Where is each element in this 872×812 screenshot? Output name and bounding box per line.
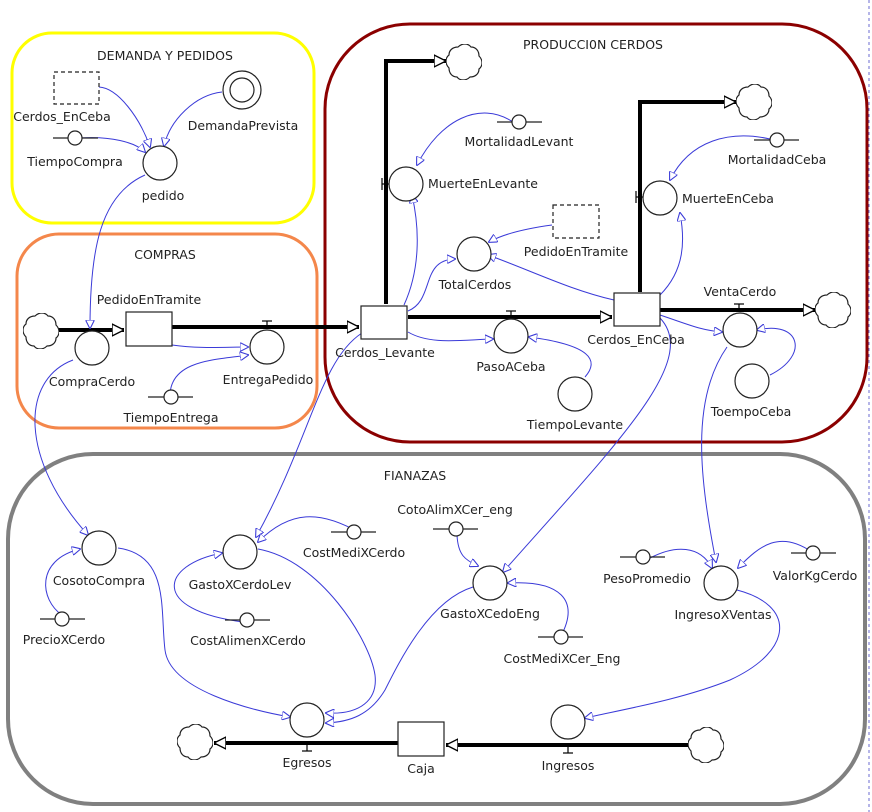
flow-valve-ingresos[interactable]	[550, 704, 586, 740]
label-tiempo-entrega: TiempoEntrega	[122, 410, 218, 425]
constant-cost-medi-x-cer-eng[interactable]	[538, 629, 583, 645]
label-entrega-pedido: EntregaPedido	[223, 372, 314, 387]
label-tiempo-levante: TiempoLevante	[526, 417, 623, 432]
constant-demanda-prevista[interactable]	[222, 70, 262, 110]
label-demanda-prevista: DemandaPrevista	[188, 118, 299, 133]
flow-valve-venta-cerdo[interactable]	[722, 312, 758, 348]
constant-tiempo-compra[interactable]	[53, 130, 98, 146]
auxiliary-gasto-x-cedo-eng[interactable]	[472, 565, 508, 601]
flow-valve-paso-a-ceba[interactable]	[493, 318, 529, 354]
auxiliary-toempo-ceba[interactable]	[734, 363, 770, 399]
label-pedido-en-tramite-ghost: PedidoEnTramite	[524, 244, 629, 259]
label-coto-alim-x-cer-eng: CotoAlimXCer_eng	[397, 502, 513, 517]
label-valor-kg-cerdo: ValorKgCerdo	[773, 568, 858, 583]
label-venta-cerdo: VentaCerdo	[704, 284, 777, 299]
sector-title-produccion: PRODUCCI0N CERDOS	[523, 37, 663, 52]
label-total-cerdos: TotalCerdos	[438, 277, 512, 292]
information-links	[34, 86, 813, 723]
flow-valve-compra-cerdo[interactable]	[74, 330, 110, 366]
label-peso-promedio: PesoPromedio	[603, 571, 691, 586]
label-cerdos-levante: Cerdos_Levante	[335, 345, 435, 360]
label-ingreso-x-ventas: IngresoXVentas	[674, 607, 771, 622]
label-cerdos-enceba: Cerdos_EnCeba	[587, 332, 685, 347]
auxiliary-tiempo-levante[interactable]	[557, 376, 593, 412]
label-caja: Caja	[407, 761, 435, 776]
ghost-stock-cerdos-enceba[interactable]	[53, 71, 100, 105]
flow-valve-muerte-en-ceba[interactable]	[642, 180, 678, 216]
sector-compras[interactable]: COMPRAS	[15, 232, 319, 430]
sector-title-demanda: DEMANDA Y PEDIDOS	[97, 48, 233, 63]
sector-title-compras: COMPRAS	[134, 247, 196, 262]
auxiliary-ingreso-x-ventas[interactable]	[703, 565, 739, 601]
label-egresos: Egresos	[282, 755, 331, 770]
sector-title-finanzas: FIANAZAS	[384, 468, 446, 483]
label-paso-a-ceba: PasoACeba	[476, 359, 545, 374]
flow-pipe-muerte-en-levante	[384, 61, 446, 304]
source-cloud-compras	[23, 313, 59, 349]
label-toempo-ceba: ToempoCeba	[710, 404, 792, 419]
label-mortalidad-ceba: MortalidadCeba	[728, 152, 827, 167]
label-pedido: pedido	[142, 188, 185, 203]
sink-cloud-muerte-levante	[446, 44, 482, 80]
flow-valve-muerte-en-levante[interactable]	[388, 166, 424, 202]
label-ingresos: Ingresos	[542, 758, 595, 773]
label-tiempo-compra: TiempoCompra	[26, 154, 122, 169]
label-cost-medi-x-cerdo: CostMediXCerdo	[303, 545, 405, 560]
sector-finanzas[interactable]: FIANAZAS	[6, 452, 867, 806]
label-cost-alimen-x-cerdo: CostAlimenXCerdo	[190, 633, 306, 648]
sector-produccion[interactable]: PRODUCCI0N CERDOS	[323, 22, 869, 444]
auxiliary-pedido[interactable]	[142, 145, 178, 181]
constant-peso-promedio[interactable]	[620, 549, 665, 565]
constant-mortalidad-levant[interactable]	[497, 114, 542, 130]
constant-cost-medi-x-cerdo[interactable]	[331, 524, 376, 540]
label-cosoto-compra: CosotoCompra	[53, 573, 145, 588]
flow-valve-entrega-pedido[interactable]	[249, 329, 285, 365]
label-muerte-en-ceba: MuerteEnCeba	[682, 191, 774, 206]
label-precio-x-cerdo: PrecioXCerdo	[23, 632, 105, 647]
node-labels: Cerdos_EnCeba DemandaPrevista TiempoComp…	[13, 109, 857, 776]
constant-valor-kg-cerdo[interactable]	[791, 545, 836, 561]
stock-pedido-en-tramite[interactable]	[125, 311, 173, 347]
valve-marks	[262, 178, 744, 754]
sink-cloud-venta	[815, 292, 851, 328]
constant-cost-alimen-x-cerdo[interactable]	[225, 612, 270, 628]
constant-tiempo-entrega[interactable]	[148, 389, 193, 405]
label-mortalidad-levant: MortalidadLevant	[465, 134, 574, 149]
flow-pipe-muerte-en-ceba	[638, 102, 736, 292]
sector-demanda[interactable]: DEMANDA Y PEDIDOS	[10, 31, 316, 225]
label-gasto-x-cerdo-lev: GastoXCerdoLev	[189, 577, 292, 592]
label-compra-cerdo: CompraCerdo	[49, 374, 135, 389]
constant-coto-alim-x-cer-eng[interactable]	[433, 521, 478, 537]
label-muerte-en-levante: MuerteEnLevante	[428, 176, 538, 191]
ghost-stock-pedido-en-tramite[interactable]	[552, 204, 600, 239]
sink-cloud-egresos	[177, 724, 213, 760]
auxiliary-gasto-x-cerdo-lev[interactable]	[222, 534, 258, 570]
flow-valve-egresos[interactable]	[289, 702, 325, 738]
label-pedido-en-tramite: PedidoEnTramite	[97, 292, 202, 307]
auxiliary-cosoto-compra[interactable]	[81, 530, 117, 566]
constant-precio-x-cerdo[interactable]	[40, 611, 85, 627]
label-cerdos-enceba-ghost: Cerdos_EnCeba	[13, 109, 111, 124]
auxiliary-total-cerdos[interactable]	[456, 236, 492, 272]
sink-cloud-muerte-ceba	[736, 84, 772, 120]
label-cost-medi-x-cer-eng: CostMediXCer_Eng	[504, 651, 621, 666]
stock-cerdos-enceba[interactable]	[613, 292, 661, 327]
source-cloud-ingresos	[688, 727, 724, 763]
constant-mortalidad-ceba[interactable]	[754, 132, 799, 148]
label-gasto-x-cedo-eng: GastoXCedoEng	[440, 606, 540, 621]
stock-cerdos-levante[interactable]	[360, 305, 408, 340]
stock-caja[interactable]	[397, 721, 445, 757]
